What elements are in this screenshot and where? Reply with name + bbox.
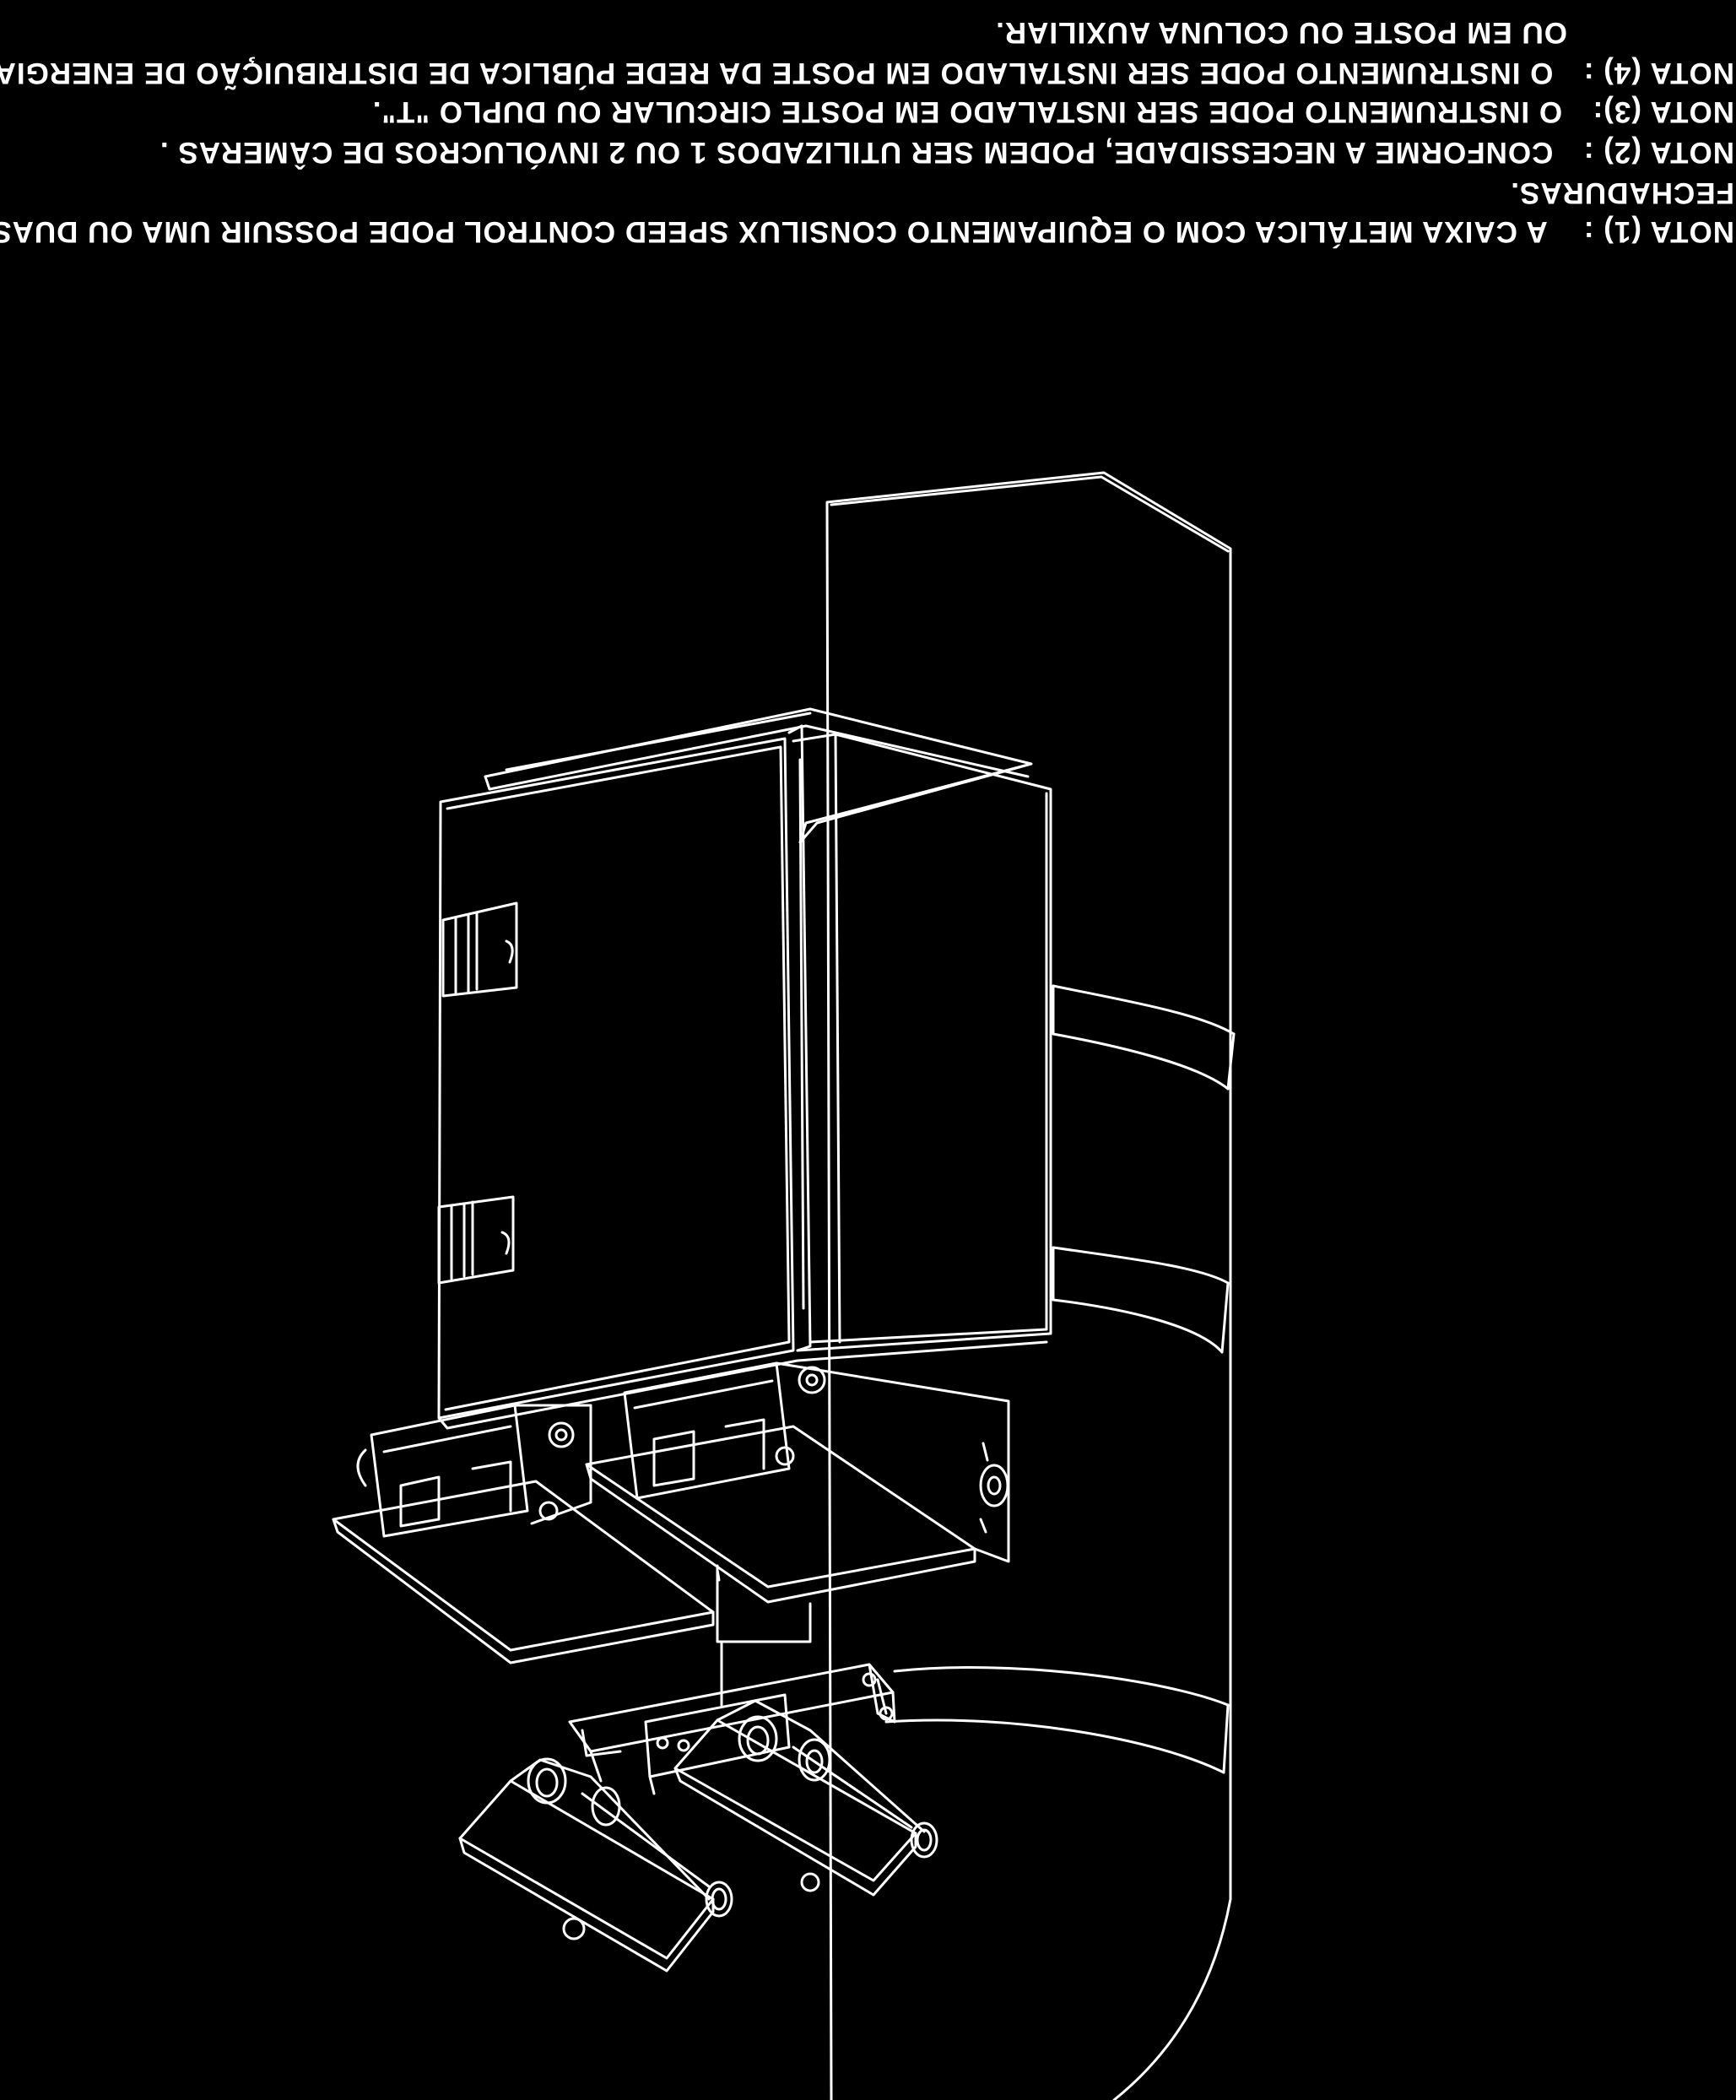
cabinet-hinge — [789, 726, 810, 1350]
clamp-band-middle — [1053, 1248, 1228, 1352]
cabinet-lock-lower — [439, 1197, 513, 1283]
camera-left — [460, 1759, 732, 1971]
camera-housing-right — [587, 1363, 1009, 1602]
lower-bracket — [570, 1664, 895, 1794]
camera-housing-left-top — [333, 1481, 713, 1650]
camera-left-lens-front — [706, 1882, 732, 1916]
cabinet-roof — [485, 709, 1031, 842]
pole — [827, 473, 1230, 2100]
mount-bolt-left — [549, 1423, 573, 1447]
pole-outline — [827, 473, 1230, 2100]
equipment-cabinet — [439, 709, 1051, 1428]
camera-right-lens-front — [911, 1823, 937, 1857]
cabinet-lock-upper — [443, 903, 516, 996]
camera-housing-right-lock — [981, 1443, 1008, 1532]
camera-housing-left-body — [371, 1405, 527, 1536]
camera-housing-right-body — [625, 1363, 789, 1498]
cabinet-front-face — [439, 739, 793, 1418]
camera-right — [675, 1701, 937, 1895]
clamp-band-lower — [886, 1668, 1228, 1773]
support-column — [717, 1566, 810, 1705]
pole-top-face — [831, 477, 1228, 551]
cabinet-side-face — [793, 734, 1051, 1350]
camera-left-lens-rear — [528, 1759, 565, 1803]
camera-right-lens-rear — [739, 1717, 776, 1761]
camera-housing-left — [333, 1405, 713, 1663]
clamp-band-upper — [1053, 986, 1234, 1089]
mount-bolt-right — [799, 1367, 825, 1393]
